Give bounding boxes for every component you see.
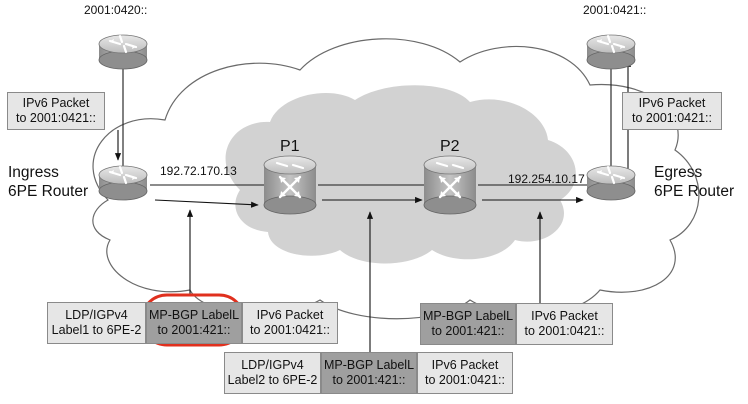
stack2-ipv6-line1: IPv6 Packet: [431, 358, 499, 372]
p1-label: P1: [280, 138, 300, 155]
stack1-ldp-line2: Label1 to 6PE-2: [51, 323, 142, 337]
stack1-ipv6-line2: to 2001:0421::: [250, 323, 330, 337]
stack3-ipv6-packet: IPv6 Packet to 2001:0421::: [516, 303, 613, 345]
stack2-ipv6-packet: IPv6 Packet to 2001:0421::: [417, 352, 513, 394]
stack3-ipv6-line2: to 2001:0421::: [524, 324, 605, 338]
packet-right-top-line1: IPv6 Packet: [638, 96, 706, 110]
ce-router-right-icon: [585, 33, 637, 71]
stack2-ldp-line1: LDP/IGPv4: [241, 358, 304, 372]
p2-label: P2: [440, 138, 460, 155]
packet-left-top-line2: to 2001:0421::: [16, 111, 96, 125]
egress-label-line2: 6PE Router: [654, 183, 735, 200]
packet-left-top-line1: IPv6 Packet: [22, 96, 90, 110]
stack2-ldp-label: LDP/IGPv4 Label2 to 6PE-2: [224, 352, 321, 394]
packet-right-top-line2: to 2001:0421::: [632, 111, 712, 125]
stack1-mpbgp-label: MP-BGP LabelL to 2001:421::: [146, 302, 242, 344]
stack1-ipv6-line1: IPv6 Packet: [256, 308, 324, 322]
egress-label-line1: Egress: [654, 164, 703, 181]
flow-arrows: [114, 59, 632, 352]
stack1-mpbgp-line2: to 2001:421::: [157, 323, 231, 337]
stack2-ldp-line2: Label2 to 6PE-2: [227, 373, 318, 387]
stack3-mpbgp-line2: to 2001:421::: [431, 324, 505, 338]
packet-right-top: IPv6 Packet to 2001:0421::: [622, 92, 722, 130]
stack1-mpbgp-line1: MP-BGP LabelL: [148, 308, 240, 322]
ce-left-address: 2001:0420::: [84, 3, 148, 17]
stack3-ipv6-line1: IPv6 Packet: [531, 309, 598, 323]
network-links: [122, 55, 612, 186]
stack2-mpbgp-line2: to 2001:421::: [332, 373, 406, 387]
stack1-ldp-label: LDP/IGPv4 Label1 to 6PE-2: [47, 302, 146, 344]
stack2-mpbgp-label: MP-BGP LabelL to 2001:421::: [321, 352, 417, 394]
p2-router-icon: [422, 154, 478, 216]
stack3-mpbgp-line1: MP-BGP LabelL: [422, 309, 514, 323]
ingress-router-icon: [97, 164, 149, 202]
p1-router-icon: [262, 154, 318, 216]
ce-router-left-icon: [97, 33, 149, 71]
stack3-mpbgp-label: MP-BGP LabelL to 2001:421::: [420, 303, 516, 345]
stack2-ipv6-line2: to 2001:0421::: [425, 373, 505, 387]
stack1-ipv6-packet: IPv6 Packet to 2001:0421::: [242, 302, 338, 344]
ingress-label-line2: 6PE Router: [8, 183, 89, 200]
stack2-mpbgp-line1: MP-BGP LabelL: [323, 358, 415, 372]
egress-router-icon: [585, 164, 637, 202]
stack1-ldp-line1: LDP/IGPv4: [65, 308, 128, 322]
ingress-label-line1: Ingress: [8, 164, 59, 181]
packet-left-top: IPv6 Packet to 2001:0421::: [7, 92, 105, 130]
ce-right-address: 2001:0421::: [583, 3, 647, 17]
inner-cloud: [225, 85, 576, 264]
ingress-ip-label: 192.72.170.13: [160, 164, 237, 178]
egress-ip-label: 192.254.10.17: [508, 172, 585, 186]
